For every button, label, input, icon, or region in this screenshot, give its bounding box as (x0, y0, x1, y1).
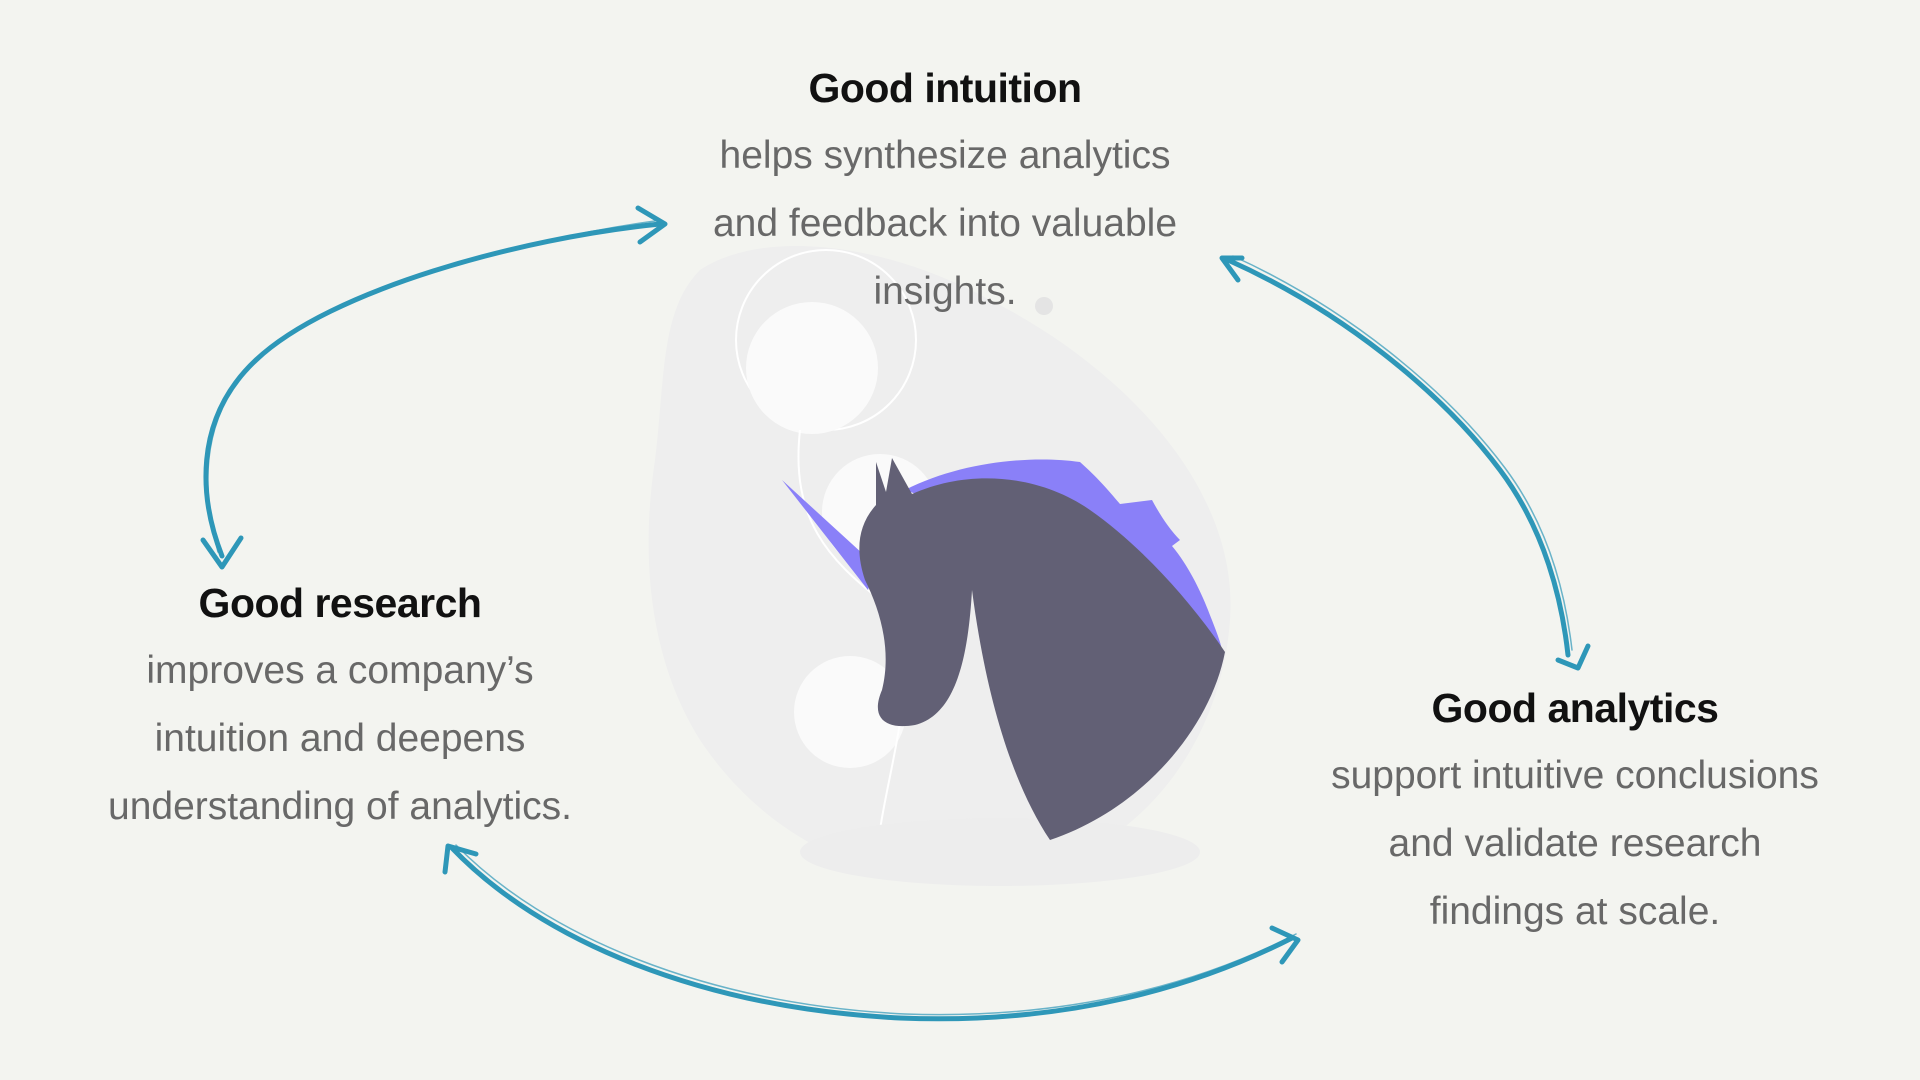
arrowhead (1219, 255, 1245, 283)
arrowhead (1269, 925, 1301, 965)
node-description-line: and validate research (1388, 822, 1762, 865)
node-title: Good research (198, 580, 482, 626)
unicorn-head (859, 458, 1225, 840)
node-description-line: helps synthesize analytics (719, 134, 1171, 177)
small-dot (1035, 297, 1053, 315)
circle-top (746, 302, 878, 434)
arrow-intuition-analytics (1219, 255, 1591, 671)
node-analytics: Good analytics support intuitive conclus… (1290, 674, 1860, 946)
ground-shadow (800, 818, 1200, 886)
unicorn-horn (782, 480, 875, 590)
node-description-line: findings at scale. (1429, 890, 1721, 933)
node-title: Good intuition (808, 65, 1082, 111)
arrowhead (442, 843, 479, 875)
arrow-intuition-research (200, 205, 668, 570)
circle-bottom (794, 656, 906, 768)
arrow-research-analytics (442, 843, 1301, 1022)
node-description-line: support intuitive conclusions (1331, 754, 1819, 797)
arrowhead (1555, 643, 1591, 671)
unicorn-icon (782, 458, 1225, 840)
node-description-line: intuition and deepens (154, 717, 526, 760)
node-description-line: understanding of analytics. (108, 785, 572, 828)
arrowhead (635, 205, 668, 245)
node-title: Good analytics (1431, 685, 1719, 731)
node-description-line: and feedback into valuable (712, 202, 1178, 245)
node-intuition: Good intuition helps synthesize analytic… (640, 54, 1250, 326)
node-description-line: improves a company’s (146, 649, 534, 692)
node-research: Good research improves a company’s intui… (60, 569, 620, 841)
arrowhead (200, 535, 244, 570)
arrows (200, 205, 1591, 1022)
node-description-line: insights. (873, 270, 1017, 313)
